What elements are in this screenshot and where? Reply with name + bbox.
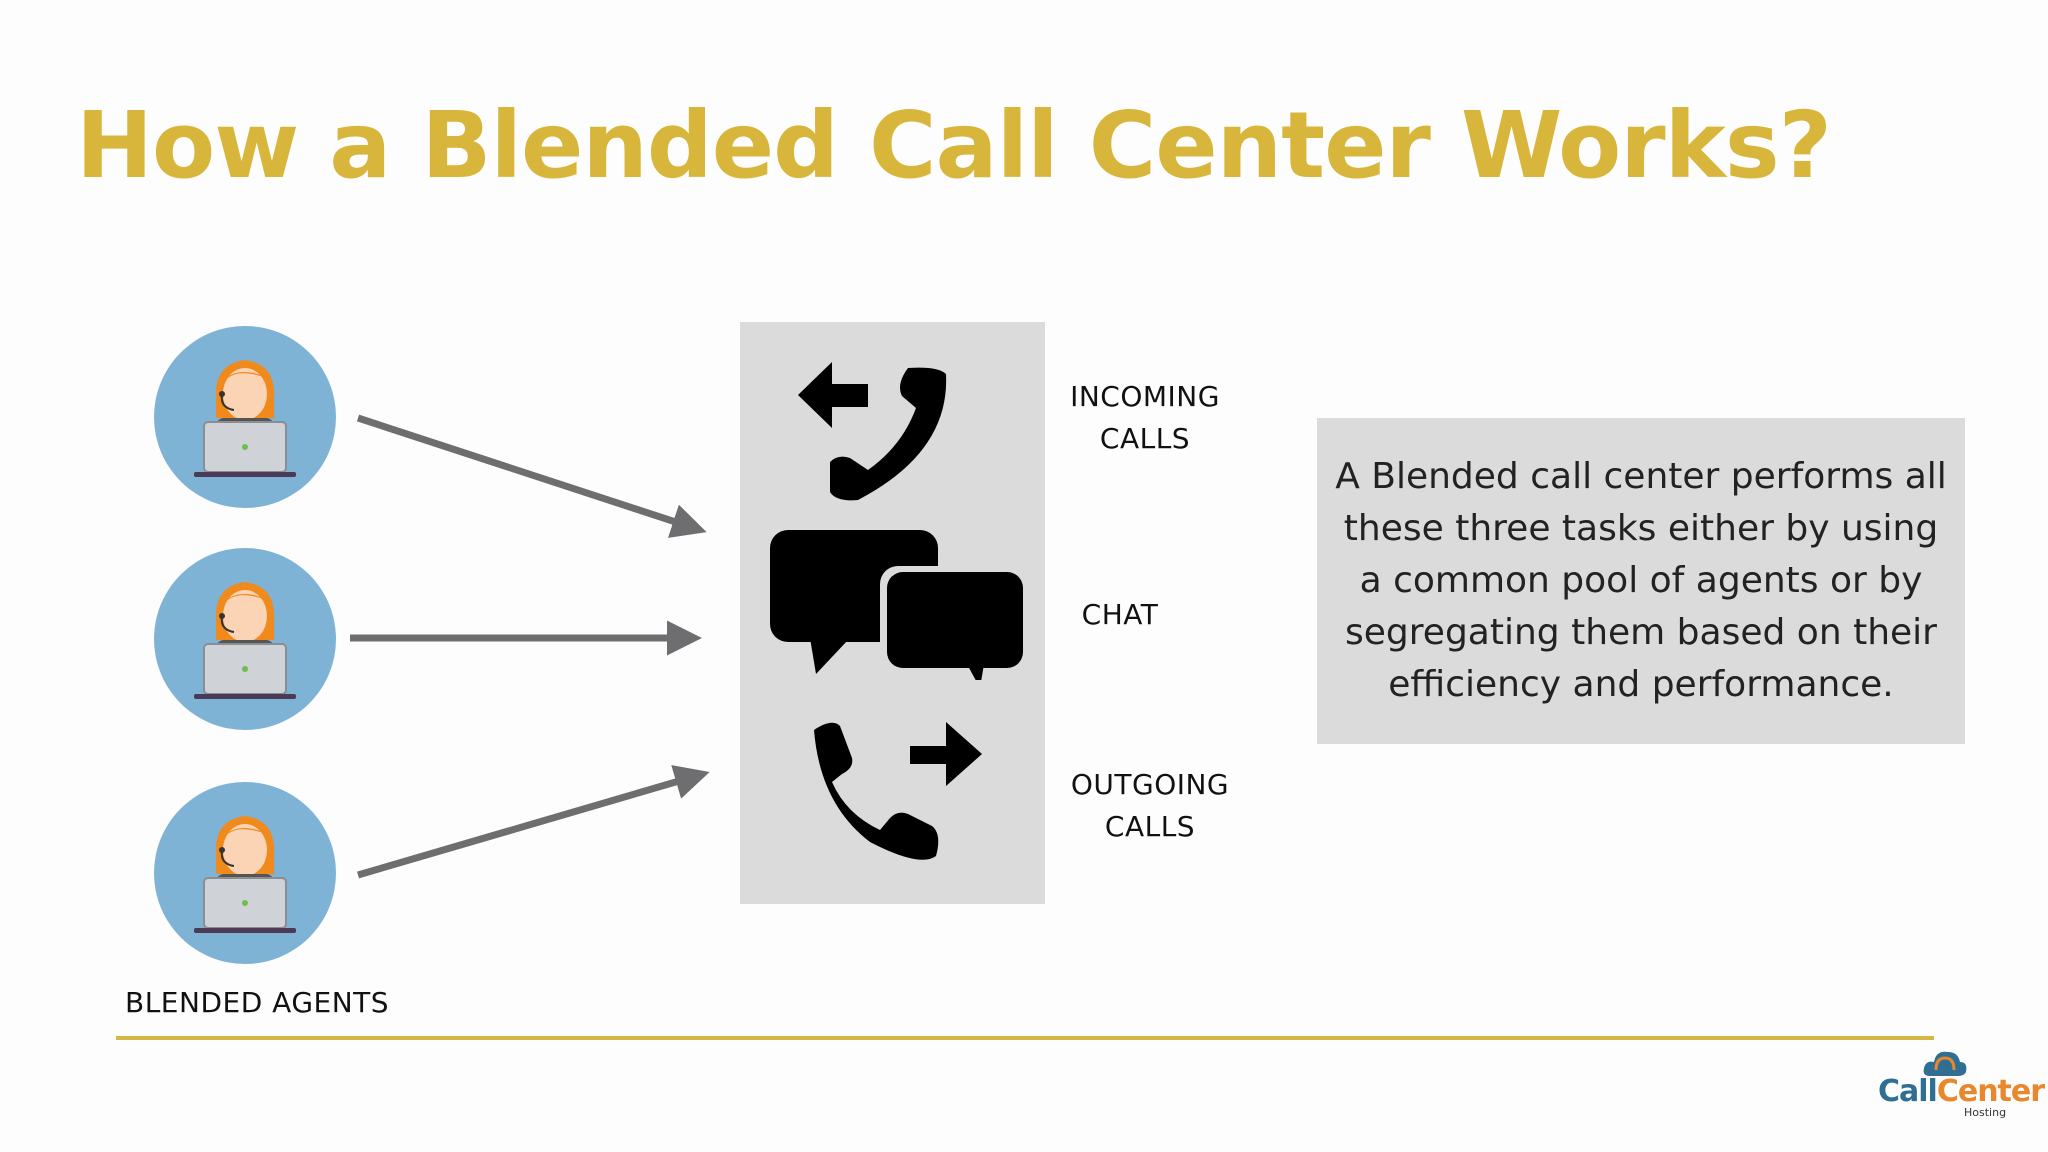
incoming-call-icon [798, 362, 947, 501]
channels-panel [740, 322, 1045, 904]
channel-label-incoming: INCOMING CALLS [1070, 380, 1220, 455]
agents-label: BLENDED AGENTS [125, 986, 390, 1019]
agent-icon [154, 548, 336, 730]
description-panel: A Blended call center performs all these… [1317, 418, 1965, 744]
agent-icon [154, 326, 336, 508]
arrow-top [356, 414, 707, 538]
cloud-headset-icon [1923, 1051, 1967, 1076]
chat-bubbles-icon [770, 530, 1026, 680]
agent-icon [154, 782, 336, 964]
logo: CallCenter Hosting [1878, 1046, 2045, 1119]
logo-subtext: Hosting [1964, 1106, 2007, 1119]
page-title: How a Blended Call Center Works? [76, 92, 1832, 199]
channel-label-outgoing: OUTGOING CALLS [1070, 768, 1230, 843]
arrow-bottom [357, 765, 710, 879]
description-text: A Blended call center performs all these… [1335, 456, 1947, 705]
outgoing-call-icon [814, 722, 982, 860]
divider-line [116, 1036, 1934, 1040]
channel-label-chat: CHAT [1081, 598, 1159, 631]
logo-wordmark: CallCenter [1878, 1074, 2045, 1109]
